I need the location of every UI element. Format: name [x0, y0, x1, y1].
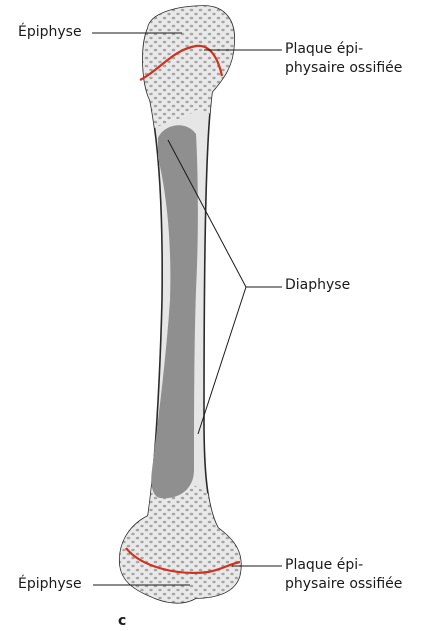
label-epiphyse-top: Épiphyse	[18, 23, 82, 42]
label-plaque-top-line1: Plaque épi-	[285, 40, 402, 59]
label-plaque-top-line2: physaire ossifiée	[285, 59, 402, 78]
label-plaque-bottom-line1: Plaque épi-	[285, 556, 402, 575]
label-diaphyse-text: Diaphyse	[285, 276, 350, 295]
label-diaphyse: Diaphyse	[285, 276, 350, 295]
label-plaque-top: Plaque épi- physaire ossifiée	[285, 40, 402, 78]
spongy-bone-top	[140, 0, 240, 130]
label-plaque-bottom-line2: physaire ossifiée	[285, 575, 402, 594]
label-plaque-bottom: Plaque épi- physaire ossifiée	[285, 556, 402, 594]
label-epiphyse-bottom: Épiphyse	[18, 575, 82, 594]
label-epiphyse-top-text: Épiphyse	[18, 23, 82, 42]
panel-letter: c	[118, 612, 126, 630]
bone	[110, 0, 250, 610]
medullary-cavity	[151, 125, 198, 498]
label-epiphyse-bottom-text: Épiphyse	[18, 575, 82, 594]
